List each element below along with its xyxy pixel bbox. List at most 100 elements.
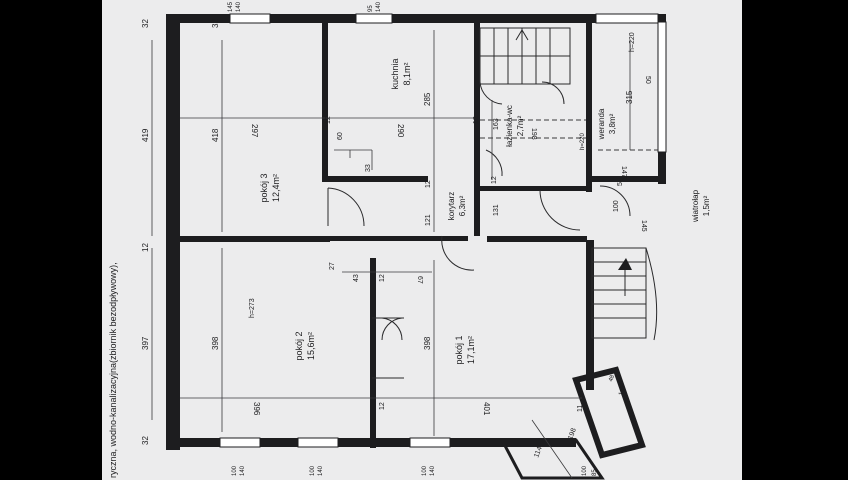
height-label-lazienka: h=220 (580, 132, 586, 150)
bay-wall (572, 366, 646, 459)
window-bottom-1 (219, 437, 261, 448)
doors (327, 81, 631, 379)
walls (166, 14, 666, 480)
room-lazienka: łazienka-wc 2,7m² (505, 105, 525, 147)
window-dim-label: 100 (310, 465, 316, 476)
window-bottom-2 (297, 437, 339, 448)
wall-korytarz-top (328, 236, 468, 241)
wall-pokoj3-pokoj2 (180, 236, 330, 242)
dim-label: 32 (211, 19, 220, 28)
dim-label: 12 (425, 180, 432, 188)
dimension-labels: 32 32 32 419 418 12 397 398 398 297 290 … (141, 1, 651, 476)
room-weranda-area: 3,8m² (608, 113, 617, 134)
window-weranda-top (595, 13, 659, 24)
height-label-weranda: h=220 (629, 32, 636, 52)
dim-label: 67 (416, 276, 423, 284)
room-pokoj3-area: 12,4m² (271, 174, 281, 202)
wall-weranda-left (586, 14, 592, 192)
dim-label: 11 (577, 405, 584, 412)
room-kuchnia-name: kuchnia (390, 58, 400, 89)
dim-label: 198 (530, 128, 537, 140)
room-kuchnia: kuchnia 8,1m² (390, 58, 412, 89)
dim-label: 418 (211, 128, 220, 142)
wall-kuchnia-bottom (328, 176, 428, 182)
room-weranda: weranda 3,8m² (597, 108, 617, 140)
dim-label: 398 (211, 336, 220, 350)
wall-pokoj3-kuchnia (322, 22, 328, 182)
wall-pokoj1-right (586, 240, 594, 390)
wall-pokoj2-pokoj1 (370, 258, 376, 448)
window-dim-label: 140 (376, 1, 382, 12)
dim-label: 131 (493, 204, 500, 216)
room-pokoj2: pokój 2 15,6m² (294, 331, 316, 360)
room-korytarz: korytarz 6,3m² (447, 192, 467, 220)
dim-label: 297 (250, 124, 259, 138)
window-dim-label: 100 (232, 465, 238, 476)
dim-label: 43 (353, 274, 360, 282)
room-korytarz-area: 6,3m² (458, 195, 467, 216)
room-pokoj1-area: 17,1m² (466, 336, 476, 364)
room-pokoj2-name: pokój 2 (294, 331, 304, 360)
window-dim-label: 95 (368, 5, 374, 12)
entrance-steps (591, 247, 658, 341)
window-weranda-right (657, 21, 667, 153)
dim-label: 145 (640, 220, 647, 232)
dim-label: 32 (141, 19, 150, 28)
room-lazienka-name: łazienka-wc (505, 105, 514, 147)
room-kuchnia-area: 8,1m² (402, 62, 412, 85)
windows (219, 13, 667, 448)
floor-plan-sheet: pokój 3 12,4m² kuchnia 8,1m² łazienka-wc… (102, 0, 742, 480)
window-dim-label: 140 (318, 465, 324, 476)
wall-korytarz-bottom (487, 236, 587, 242)
dim-label: 32 (141, 436, 150, 445)
room-labels: pokój 3 12,4m² kuchnia 8,1m² łazienka-wc… (249, 32, 711, 364)
dim-label: 121 (425, 214, 432, 226)
window-dim-label: 140 (618, 385, 627, 397)
window-dim-label: 100 (582, 465, 588, 476)
dim-label: 396 (252, 402, 261, 416)
dim-label: 12 (379, 402, 386, 410)
dim-label: 290 (396, 124, 405, 138)
dim-label: 48 (608, 374, 616, 383)
room-wiatrolap-area: 1,5m² (702, 195, 711, 216)
dim-label: 401 (482, 402, 491, 416)
window-dim-label: 140 (430, 465, 436, 476)
room-wiatrolap-name: wiatrołap (691, 189, 700, 223)
dim-label: 12 (325, 116, 332, 124)
dim-label: 50 (644, 76, 651, 84)
dim-label: 60 (337, 132, 344, 140)
window-dim-label: 140 (236, 1, 242, 12)
dim-label: 285 (423, 92, 432, 106)
window-dim-label: 140 (240, 465, 246, 476)
wall-lazienka-bottom (480, 186, 590, 191)
height-label-pokoj2: h=273 (249, 298, 256, 318)
dim-label: 315 (625, 90, 634, 104)
window-bottom-3 (409, 437, 451, 448)
dim-label: 419 (141, 128, 150, 142)
dim-label: 12 (473, 116, 480, 124)
wall-weranda-bottom (592, 176, 666, 182)
wall-exterior-left (166, 22, 180, 450)
room-weranda-name: weranda (597, 108, 606, 140)
dim-label: 147 (620, 166, 627, 178)
dim-label: 397 (141, 336, 150, 350)
dim-label: 12 (141, 243, 150, 252)
room-pokoj3-name: pokój 3 (259, 173, 269, 202)
floor-plan: pokój 3 12,4m² kuchnia 8,1m² łazienka-wc… (108, 1, 711, 480)
dim-label: 12 (491, 176, 498, 184)
room-pokoj1: pokój 1 17,1m² (454, 335, 476, 364)
room-wiatrolap: wiatrołap 1,5m² (691, 189, 711, 223)
margin-note: ryczna, wodno-kanalizacyjna(zbiornik bez… (108, 262, 118, 478)
staircase (479, 27, 571, 85)
dim-label: 198 (567, 427, 578, 440)
dim-label: 398 (423, 336, 432, 350)
window-dim-label: 100 (422, 465, 428, 476)
dim-label: 163 (493, 118, 500, 130)
window-dim-label: 85 (592, 469, 598, 476)
dim-label: 33 (365, 164, 372, 172)
window-dim-label: 145 (228, 1, 234, 12)
dim-label: 5 (617, 182, 624, 186)
room-pokoj1-name: pokój 1 (454, 335, 464, 364)
dim-label: 12 (379, 274, 386, 282)
window-top-1 (229, 13, 271, 24)
